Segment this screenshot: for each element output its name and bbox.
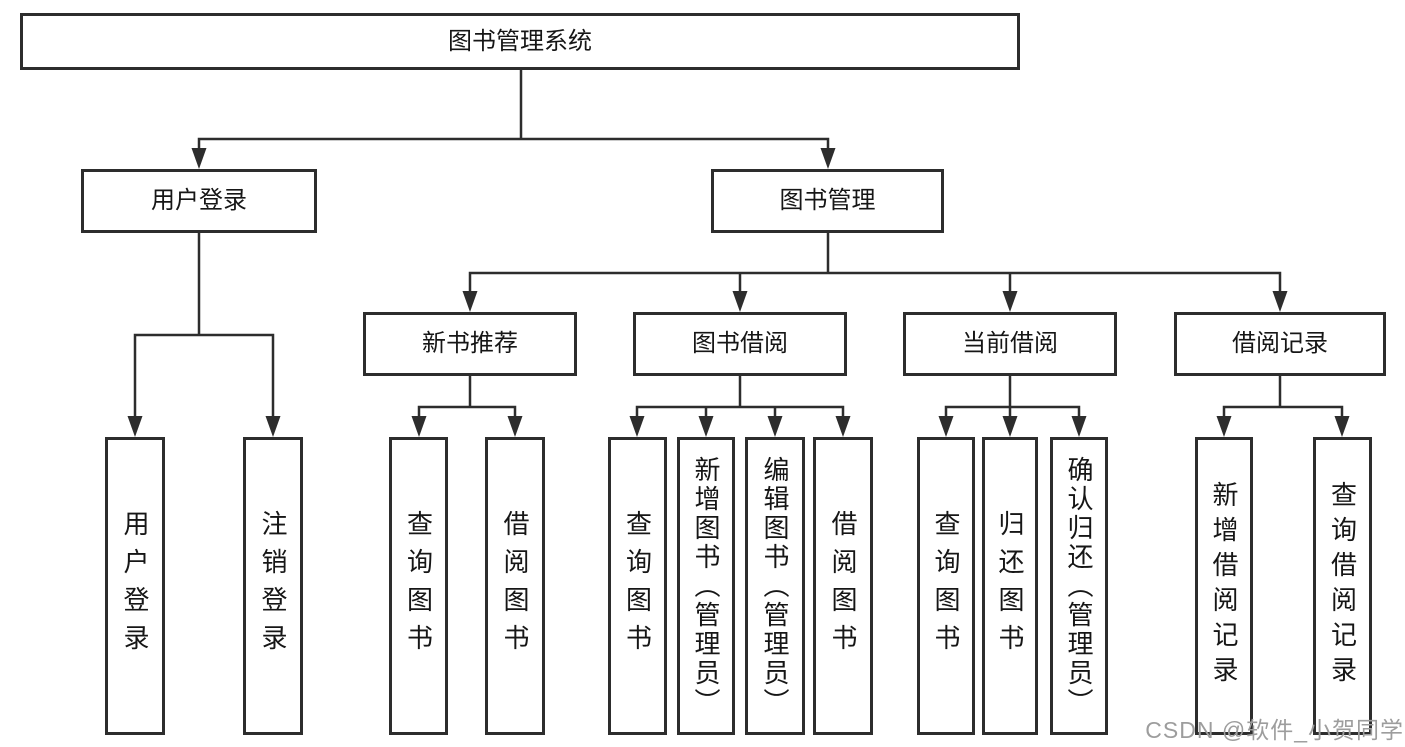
arrow-down-icon [820,148,836,169]
node-book-management: 图书管理 [711,169,944,233]
leaf-record-add-borrow-record: 新增借阅记录 [1195,437,1253,735]
leaf-label: 用户登录 [120,510,150,662]
arrow-down-icon [835,416,851,437]
arrow-down-icon [1216,416,1232,437]
leaf-label: 借阅图书 [828,510,858,662]
csdn-watermark: CSDN @软件_小贺同学 [1145,717,1404,743]
arrow-down-icon [1002,416,1018,437]
arrow-down-icon [767,416,783,437]
arrow-down-icon [1334,416,1350,437]
arrow-down-icon [1002,291,1018,312]
arrow-down-icon [698,416,714,437]
leaf-label: 借阅图书 [500,510,530,662]
arrow-down-icon [411,416,427,437]
arrow-down-icon [732,291,748,312]
leaf-current-confirm-return-admin: 确认归还（管理员） [1050,437,1108,735]
node-current-borrow: 当前借阅 [903,312,1117,376]
leaf-recommend-borrow-book: 借阅图书 [485,437,545,735]
leaf-borrow-borrow-book: 借阅图书 [813,437,873,735]
leaf-current-return-book: 归还图书 [982,437,1038,735]
leaf-label: 新增借阅记录 [1209,481,1239,691]
leaf-label: 归还图书 [995,510,1025,662]
leaf-borrow-query-book: 查询图书 [608,437,667,735]
leaf-logout: 注销登录 [243,437,303,735]
arrow-down-icon [629,416,645,437]
arrow-down-icon [127,416,143,437]
leaf-current-query-book: 查询图书 [917,437,975,735]
node-new-book-recommend: 新书推荐 [363,312,577,376]
leaf-label: 确认归还（管理员） [1064,455,1094,717]
leaf-label: 编辑图书（管理员） [760,455,790,717]
leaf-label: 新增图书（管理员） [691,455,721,717]
node-book-borrow: 图书借阅 [633,312,847,376]
node-user-login: 用户登录 [81,169,317,233]
arrow-down-icon [938,416,954,437]
leaf-record-query-borrow-record: 查询借阅记录 [1313,437,1372,735]
leaf-user-login: 用户登录 [105,437,165,735]
arrow-down-icon [1272,291,1288,312]
arrow-down-icon [507,416,523,437]
leaf-label: 查询借阅记录 [1327,481,1358,691]
leaf-label: 注销登录 [258,510,288,662]
arrow-down-icon [191,148,207,169]
leaf-label: 查询图书 [403,510,434,662]
leaf-borrow-edit-book-admin: 编辑图书（管理员） [745,437,805,735]
node-root: 图书管理系统 [20,13,1020,70]
node-borrow-record: 借阅记录 [1174,312,1386,376]
arrow-down-icon [1071,416,1087,437]
arrow-down-icon [462,291,478,312]
arrow-down-icon [265,416,281,437]
leaf-label: 查询图书 [622,510,653,662]
leaf-borrow-add-book-admin: 新增图书（管理员） [677,437,735,735]
leaf-recommend-query-book: 查询图书 [389,437,448,735]
leaf-label: 查询图书 [931,510,961,662]
